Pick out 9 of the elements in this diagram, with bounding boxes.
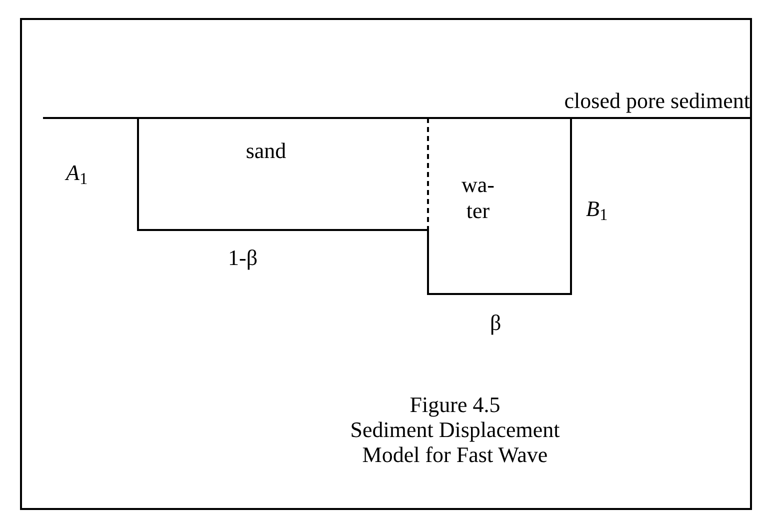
region-label: sand — [244, 138, 288, 164]
diagram-label: B$_{1}$ — [586, 196, 609, 222]
region-label: wa- ter — [460, 172, 496, 224]
figure-caption: Sediment Displacement Model for Fast Wave — [349, 417, 561, 467]
figure-title: Figure 4.5 — [408, 392, 502, 417]
diagram-label: closed pore sediment — [563, 88, 750, 114]
diagram-label: β — [490, 310, 502, 336]
diagram-label: 1-β — [228, 245, 259, 271]
diagram-label: A$_{1}$ — [66, 160, 89, 186]
